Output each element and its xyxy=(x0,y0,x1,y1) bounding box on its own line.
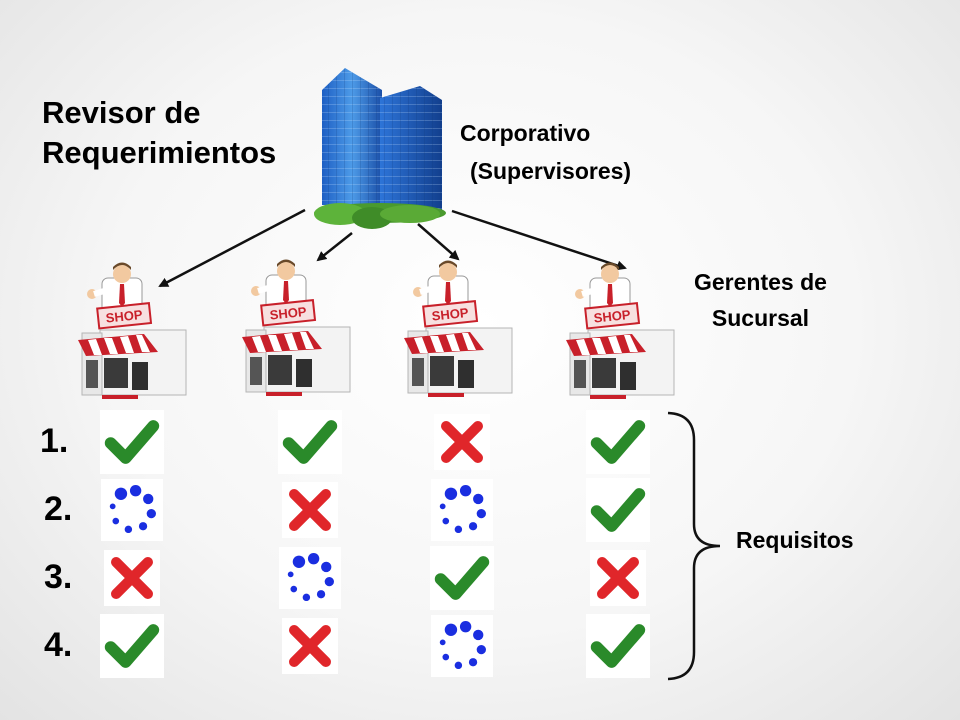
check-icon xyxy=(278,410,342,474)
shop-sign-text: SHOP xyxy=(593,307,632,326)
branch-2: SHOP xyxy=(242,259,351,396)
branch-1: SHOP xyxy=(78,262,187,399)
hierarchy-arrows xyxy=(158,208,627,288)
branch-4: SHOP xyxy=(566,262,675,399)
check-icon xyxy=(586,410,650,474)
check-icon xyxy=(586,614,650,678)
shop-sign-text: SHOP xyxy=(431,305,470,324)
arrow-to-branch-3 xyxy=(417,223,460,261)
pending-icon xyxy=(101,479,163,541)
requirements-label: Requisitos xyxy=(736,527,854,553)
corporate-building-icon xyxy=(314,68,446,229)
shop-sign-text: SHOP xyxy=(269,304,308,323)
requirement-number: 2. xyxy=(44,490,73,528)
check-icon xyxy=(100,410,164,474)
requirement-number: 3. xyxy=(44,558,73,596)
check-icon xyxy=(586,478,650,542)
arrow-to-branch-2 xyxy=(316,232,353,262)
requirement-number: 4. xyxy=(44,626,73,664)
branch-3: SHOP xyxy=(404,260,513,397)
requirements-brace xyxy=(667,411,721,681)
managers-label: Gerentes de Sucursal xyxy=(694,269,827,331)
pending-icon xyxy=(431,479,493,541)
pending-icon xyxy=(431,615,493,677)
shop-sign-text: SHOP xyxy=(105,307,144,326)
check-icon xyxy=(100,614,164,678)
check-icon xyxy=(430,546,494,610)
arrow-to-branch-4 xyxy=(451,209,627,271)
arrow-to-branch-1 xyxy=(158,208,306,288)
cross-icon xyxy=(434,414,490,470)
cross-icon xyxy=(590,550,646,606)
cross-icon xyxy=(104,550,160,606)
pending-icon xyxy=(279,547,341,609)
corporate-label: Corporativo (Supervisores) xyxy=(460,120,632,184)
cross-icon xyxy=(282,618,338,674)
diagram-title: Revisor de Requerimientos xyxy=(42,95,277,170)
manager-icon xyxy=(251,259,307,312)
cross-icon xyxy=(282,482,338,538)
requirement-number: 1. xyxy=(40,422,69,460)
